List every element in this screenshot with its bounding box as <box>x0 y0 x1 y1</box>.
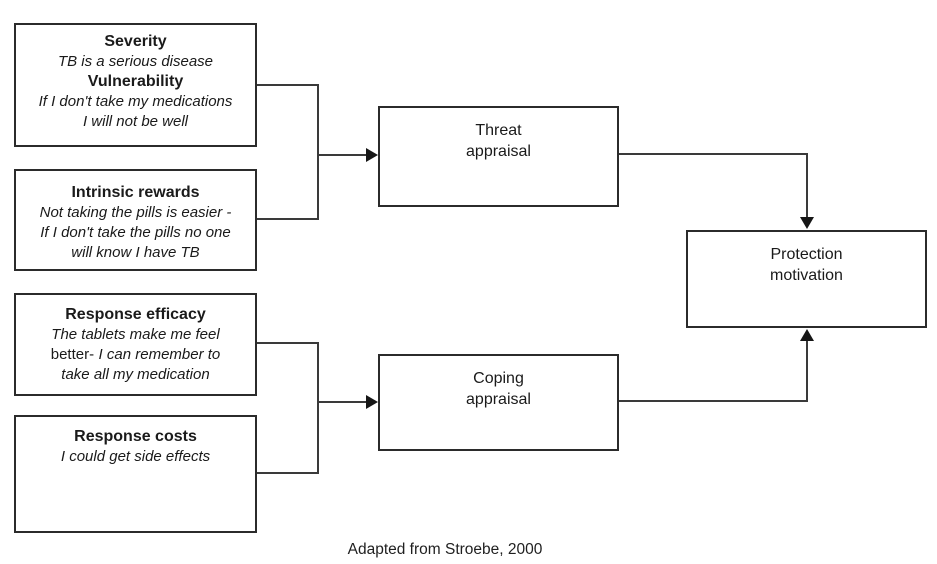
response-costs-title: Response costs <box>74 428 197 445</box>
connector-intrinsic-stub <box>257 218 318 220</box>
threat-appraisal-line1: Threat <box>475 122 522 139</box>
coping-appraisal-line2: appraisal <box>466 391 531 408</box>
response-efficacy-regular-segment: better- <box>50 346 95 363</box>
intrinsic-rewards-example-line1: Not taking the pills is easier - <box>39 204 232 221</box>
severity-example: TB is a serious disease <box>57 53 214 70</box>
protection-motivation-line2: motivation <box>770 267 843 284</box>
coping-appraisal-line1: Coping <box>473 370 524 387</box>
connector-to-coping <box>317 401 367 403</box>
response-efficacy-title: Response efficacy <box>65 306 206 323</box>
connector-threat-down <box>806 153 808 218</box>
threat-appraisal-line2: appraisal <box>466 143 531 160</box>
intrinsic-rewards-example-line2: If I don't take the pills no one <box>40 224 231 241</box>
node-response-costs: Response costs I could get side effects <box>14 415 257 533</box>
protection-motivation-line1: Protection <box>770 246 843 263</box>
node-severity-vulnerability: Severity TB is a serious disease Vulnera… <box>14 23 257 147</box>
connector-lower-bracket <box>317 342 319 474</box>
connector-threat-out <box>619 153 808 155</box>
connector-upper-bracket <box>317 84 319 220</box>
arrowhead-into-protection-bottom <box>800 329 814 341</box>
connector-to-threat <box>317 154 367 156</box>
intrinsic-rewards-example-line3: will know I have TB <box>71 244 200 261</box>
arrowhead-into-coping-appraisal <box>366 395 378 409</box>
node-threat-appraisal: Threat appraisal <box>378 106 619 207</box>
vulnerability-example-line1: If I don't take my medications <box>38 93 233 110</box>
connector-efficacy-stub <box>257 342 318 344</box>
connector-coping-out <box>619 400 808 402</box>
vulnerability-example-line2: I will not be well <box>82 113 189 130</box>
intrinsic-rewards-title: Intrinsic rewards <box>71 184 200 201</box>
response-efficacy-example-line3: take all my medication <box>61 366 210 383</box>
arrowhead-into-protection-top <box>800 217 814 229</box>
response-efficacy-example-line1: The tablets make me feel <box>51 326 220 343</box>
node-coping-appraisal: Coping appraisal <box>378 354 619 451</box>
response-efficacy-italic-segment: I can remember to <box>98 346 221 363</box>
node-response-efficacy: Response efficacy The tablets make me fe… <box>14 293 257 396</box>
node-protection-motivation: Protection motivation <box>686 230 927 328</box>
response-costs-example: I could get side effects <box>60 448 211 465</box>
response-efficacy-example-line2: better- I can remember to <box>16 345 255 365</box>
node-intrinsic-rewards: Intrinsic rewards Not taking the pills i… <box>14 169 257 271</box>
arrowhead-into-threat-appraisal <box>366 148 378 162</box>
connector-costs-stub <box>257 472 318 474</box>
connector-severity-stub <box>257 84 318 86</box>
severity-title: Severity <box>104 33 167 50</box>
source-caption: Adapted from Stroebe, 2000 <box>347 541 543 558</box>
vulnerability-title: Vulnerability <box>87 73 184 90</box>
connector-coping-up <box>806 340 808 402</box>
